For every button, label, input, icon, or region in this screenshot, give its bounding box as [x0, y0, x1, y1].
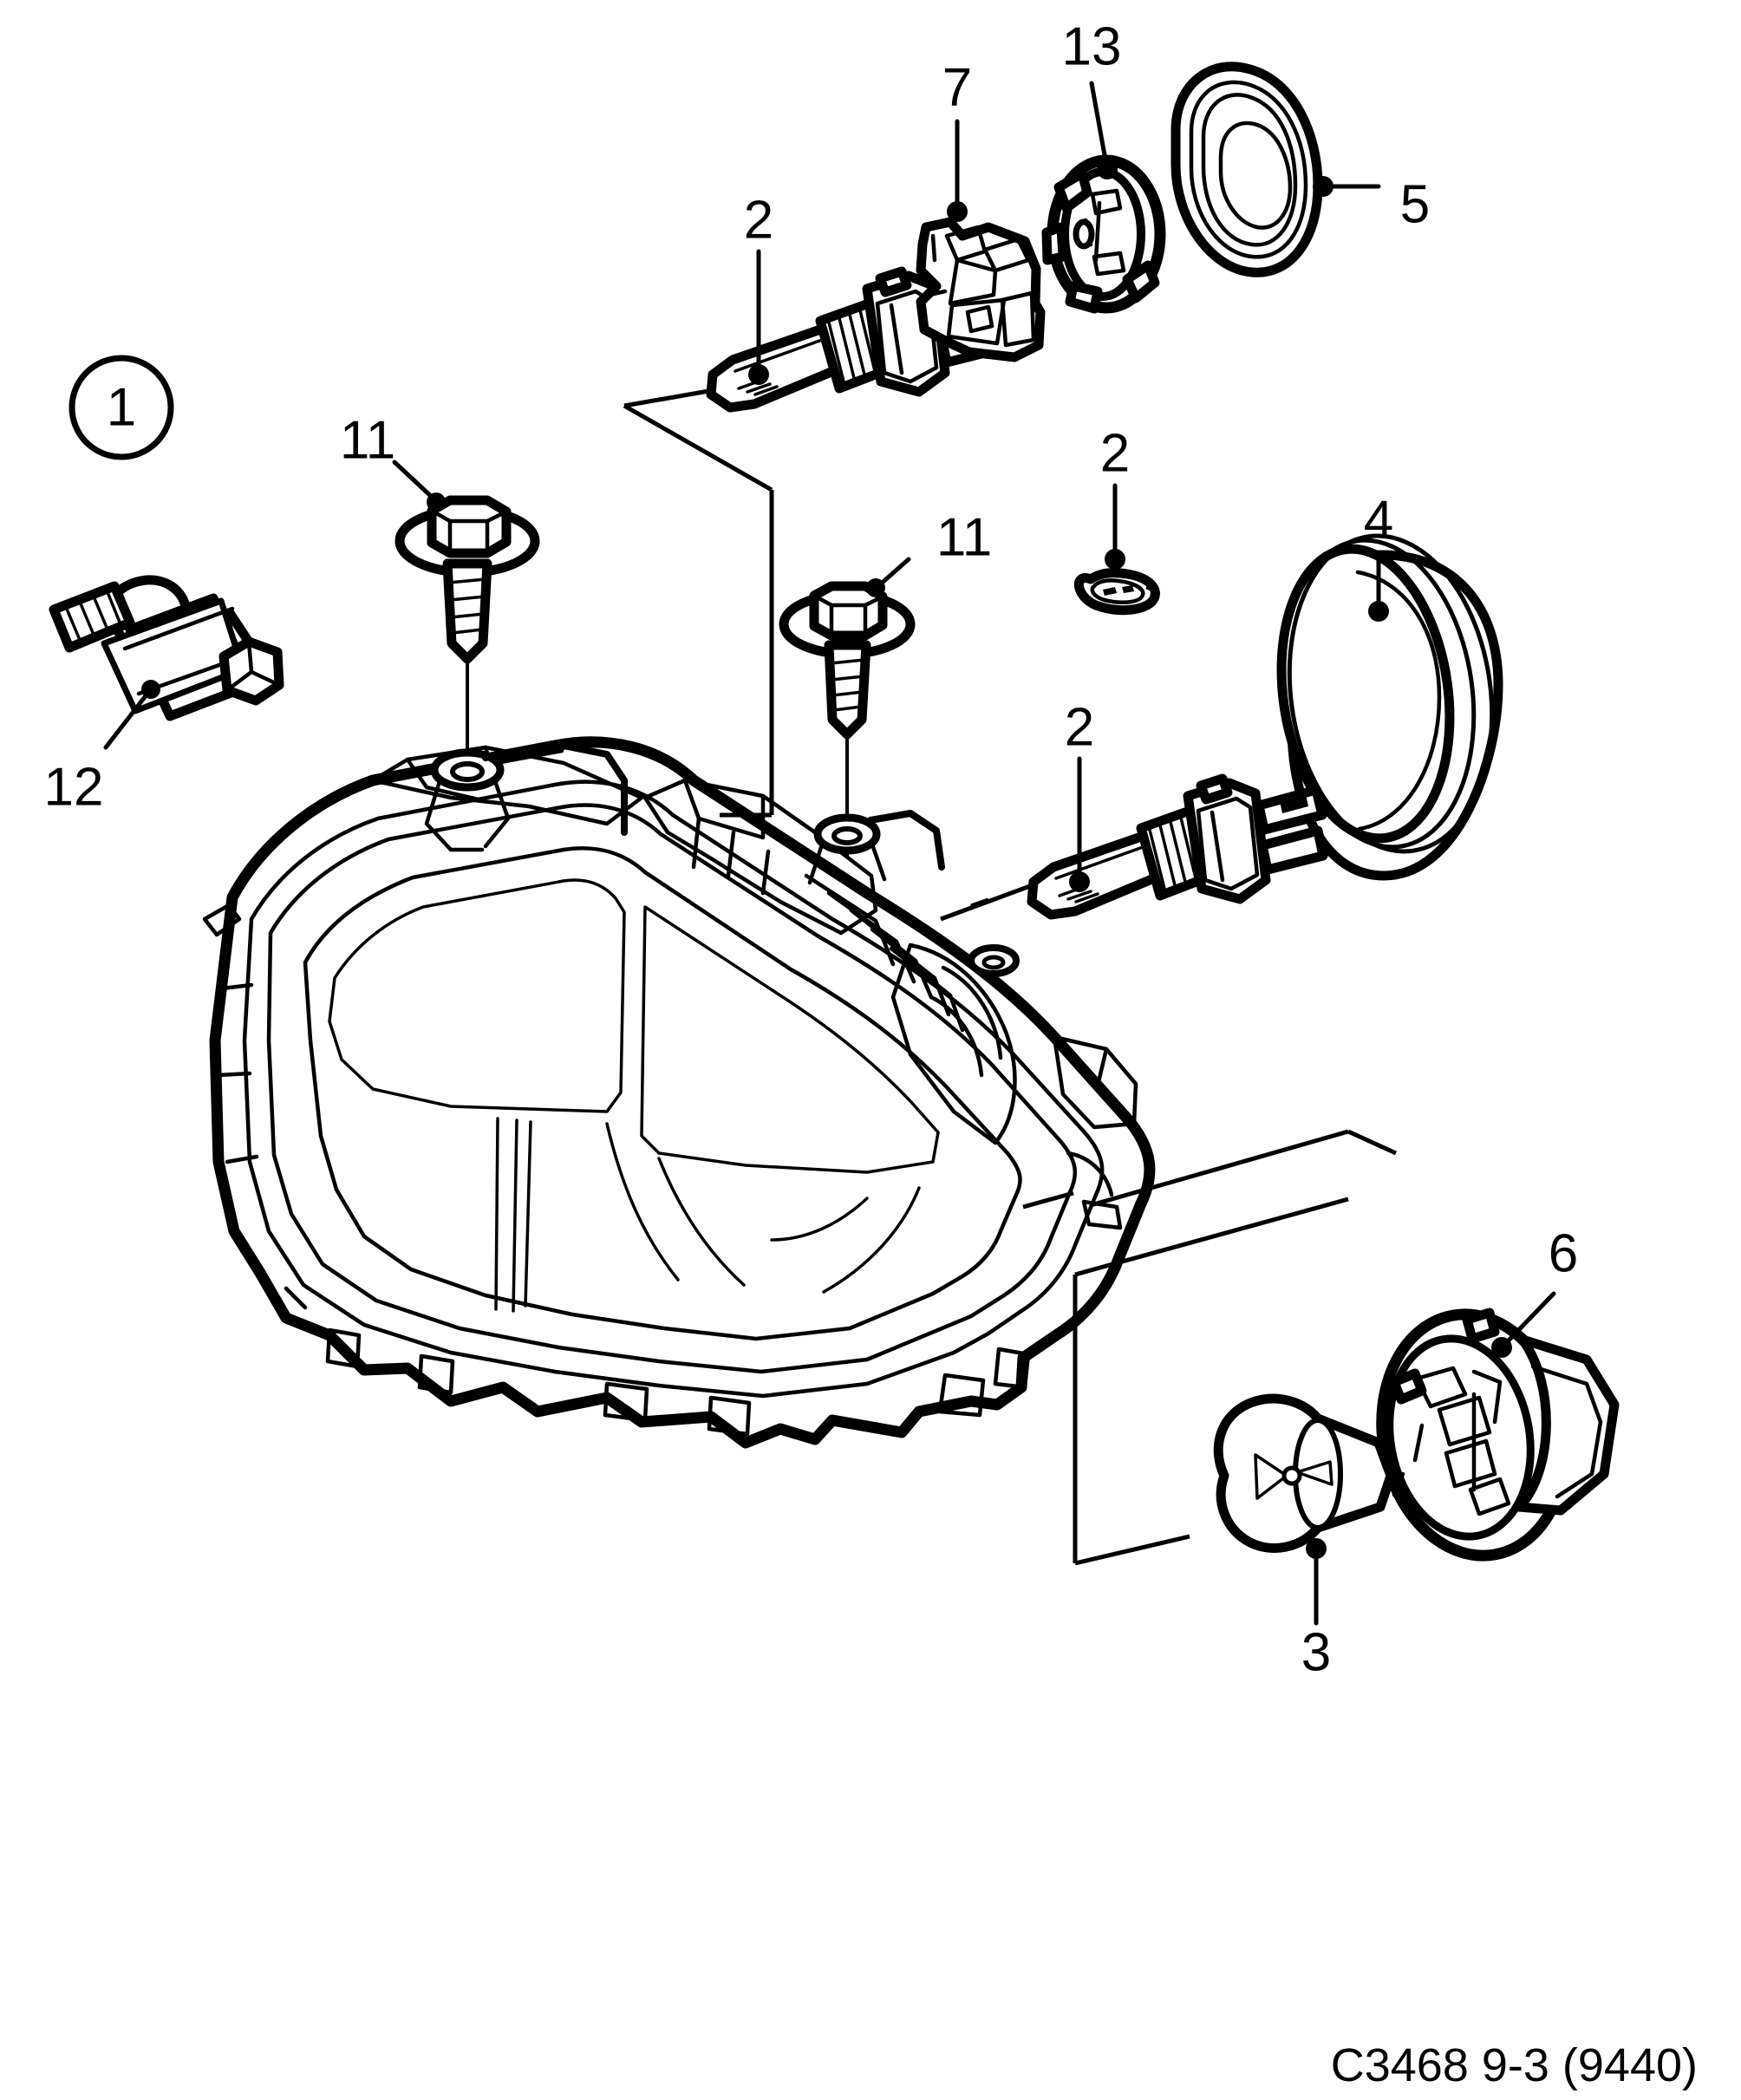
callout-1-circled: 1 — [68, 355, 174, 460]
part-3-retaining-clip: 2 — [1073, 423, 1160, 616]
callout-2a-label: 2 — [744, 190, 773, 250]
part-7-bulb-socket-holder: 6 — [1376, 1223, 1620, 1562]
part-11-flange-bolt-upper: 11 — [340, 410, 540, 784]
part-8-electrical-connector: 7 — [916, 57, 1046, 362]
callout-1-label: 1 — [107, 377, 136, 437]
callout-6-label: 5 — [1400, 174, 1430, 234]
callout-12-label: 12 — [44, 757, 104, 817]
callout-5-label: 4 — [1364, 490, 1393, 550]
callout-13-label: 13 — [1062, 16, 1122, 76]
callout-7-label: 6 — [1549, 1223, 1578, 1283]
drawing-footer-code: C3468 9-3 (9440) — [1331, 2039, 1698, 2091]
part-11-flange-bolt-lower: 11 — [779, 507, 992, 858]
part-4-bayonet-bulb: 3 — [1213, 1393, 1399, 1682]
part-6-access-cover-cap: 5 — [1170, 62, 1430, 277]
part-12-adjuster-bolt: 12 — [44, 575, 284, 817]
part-1-headlamp-assembly — [202, 736, 1156, 1449]
part-13-bulb-retainer-ring: 13 — [1041, 16, 1166, 314]
callout-11b-label: 11 — [936, 507, 992, 567]
assembly-guide-lines — [623, 379, 1398, 1566]
part-5-sealing-ring: 4 — [1276, 490, 1503, 881]
callout-3-label: 2 — [1100, 423, 1130, 483]
callout-11a-label: 11 — [340, 410, 395, 470]
callout-2b-label: 2 — [1065, 697, 1094, 757]
callout-4-label: 3 — [1301, 1622, 1331, 1682]
part-2-halogen-bulb-lower: 2 — [1027, 697, 1328, 920]
callout-8-label: 7 — [942, 57, 972, 117]
